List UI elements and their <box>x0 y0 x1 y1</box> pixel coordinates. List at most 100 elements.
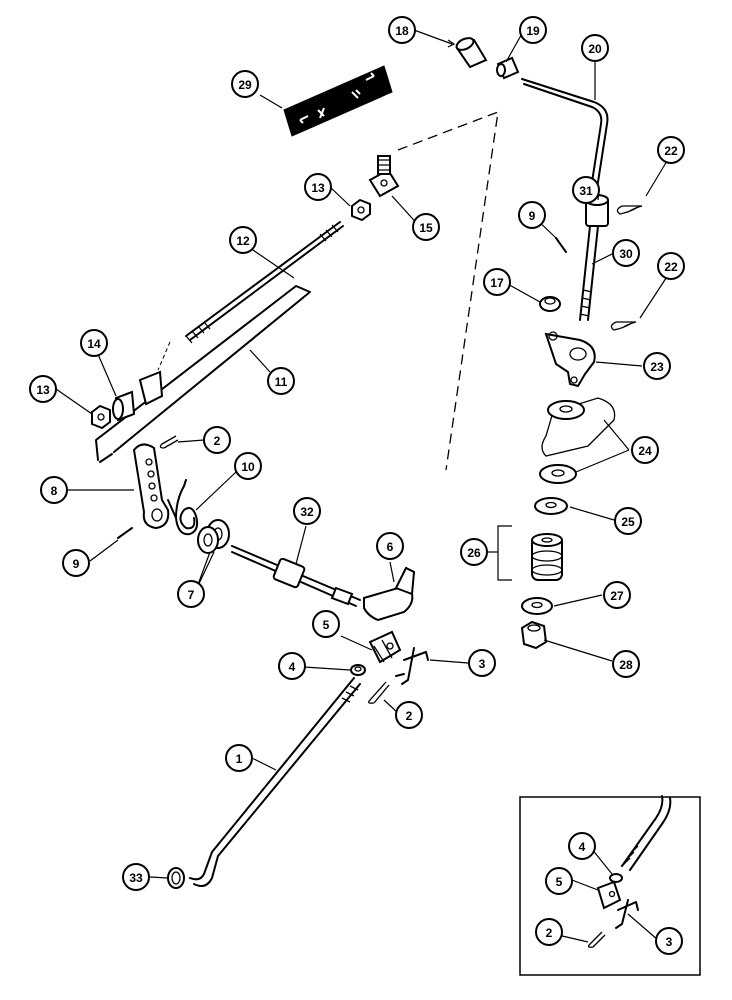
callout-circle <box>631 436 659 464</box>
callout-label: 14 <box>87 337 101 351</box>
callout-c33: 33 <box>122 863 150 891</box>
part-pin-upper <box>555 237 567 253</box>
dashed-connection-line <box>397 110 499 471</box>
callout-label: 13 <box>36 383 50 397</box>
callout-label: 2 <box>546 926 553 940</box>
callout-c25: 25 <box>614 507 642 535</box>
part-cotter-pin-lower <box>368 681 390 704</box>
callout-label: 23 <box>650 360 664 374</box>
part-clip-lower <box>610 321 637 331</box>
callout-circle <box>231 70 259 98</box>
part-nut-4 <box>350 664 366 676</box>
callout-circle <box>468 649 496 677</box>
callout-label: 3 <box>666 935 673 949</box>
callout-circle <box>483 268 511 296</box>
callout-c20: 20 <box>581 34 609 62</box>
part-threaded-rod <box>185 221 344 344</box>
callout-circle <box>572 176 600 204</box>
callout-label: 25 <box>621 515 635 529</box>
callout-circle <box>177 580 205 608</box>
part-swivel <box>368 155 400 198</box>
part-clip-upper <box>616 205 643 215</box>
callout-circle <box>612 239 640 267</box>
callout-c8: 8 <box>40 476 68 504</box>
callout-label: 10 <box>241 460 255 474</box>
callout-c32: 32 <box>293 497 321 525</box>
callout-c13b: 13 <box>29 375 57 403</box>
callout-label: 17 <box>490 276 504 290</box>
callout-c23: 23 <box>643 352 671 380</box>
part-nut-13-upper <box>351 198 371 222</box>
callout-c5b: 5 <box>545 867 573 895</box>
parts-illustration <box>91 37 701 976</box>
part-nut-17 <box>539 296 561 312</box>
callout-circle <box>412 213 440 241</box>
callout-circle <box>518 201 546 229</box>
callout-circle <box>40 476 68 504</box>
callout-label: 29 <box>238 78 252 92</box>
callout-c15: 15 <box>412 213 440 241</box>
callout-circle <box>643 352 671 380</box>
callout-c26: 26 <box>460 538 488 566</box>
callout-c18: 18 <box>388 16 416 44</box>
callout-label: 33 <box>129 871 143 885</box>
callout-c24: 24 <box>631 436 659 464</box>
callout-c30: 30 <box>612 239 640 267</box>
callout-label: 8 <box>51 484 58 498</box>
part-washer-25 <box>534 497 568 515</box>
callout-c1: 1 <box>225 744 253 772</box>
callout-circle <box>122 863 150 891</box>
callout-c2b: 2 <box>395 701 423 729</box>
callout-c9b: 9 <box>62 549 90 577</box>
callout-label: 19 <box>526 24 540 38</box>
part-washer-27 <box>521 597 553 615</box>
callout-circle <box>460 538 488 566</box>
callout-c14: 14 <box>80 329 108 357</box>
callout-circle <box>29 375 57 403</box>
part-bracket <box>544 331 596 388</box>
callout-label: 7 <box>188 588 195 602</box>
callout-circle <box>657 252 685 280</box>
callout-circle <box>612 650 640 678</box>
callout-label: 5 <box>323 618 330 632</box>
callout-label: 3 <box>479 657 486 671</box>
callout-c31: 31 <box>572 176 600 204</box>
callout-circle <box>234 452 262 480</box>
callout-c27: 27 <box>603 581 631 609</box>
callout-c12: 12 <box>229 226 257 254</box>
part-arm-bracket <box>363 566 416 622</box>
part-ring <box>167 867 185 889</box>
part-decal <box>283 65 393 137</box>
callout-c4a: 4 <box>278 652 306 680</box>
callout-label: 32 <box>300 505 314 519</box>
callout-c3a: 3 <box>468 649 496 677</box>
callout-label: 4 <box>289 660 296 674</box>
callout-c13a: 13 <box>304 173 332 201</box>
callout-label: 31 <box>579 184 593 198</box>
callout-circle <box>655 927 683 955</box>
callout-circle <box>229 226 257 254</box>
part-nut-13-lower <box>91 404 111 430</box>
callout-label: 22 <box>664 260 678 274</box>
callout-circle <box>545 867 573 895</box>
callout-circle <box>267 367 295 395</box>
leader-lines <box>55 29 671 943</box>
part-spring <box>167 479 199 536</box>
callout-label: 9 <box>73 557 80 571</box>
callout-circle <box>388 16 416 44</box>
callout-c9a: 9 <box>518 201 546 229</box>
callout-c22b: 22 <box>657 252 685 280</box>
part-cotter-pin-upper <box>159 435 179 449</box>
part-lever-plate <box>132 443 170 530</box>
part-pin-lower <box>117 527 133 539</box>
callout-label: 18 <box>395 24 409 38</box>
callout-circle <box>519 16 547 44</box>
callout-label: 15 <box>419 221 433 235</box>
part-long-rod <box>189 677 361 887</box>
callout-c2c: 2 <box>535 918 563 946</box>
callout-label: 1 <box>236 752 243 766</box>
part-bushings <box>197 519 230 554</box>
callout-circle <box>62 549 90 577</box>
callout-c7: 7 <box>177 580 205 608</box>
